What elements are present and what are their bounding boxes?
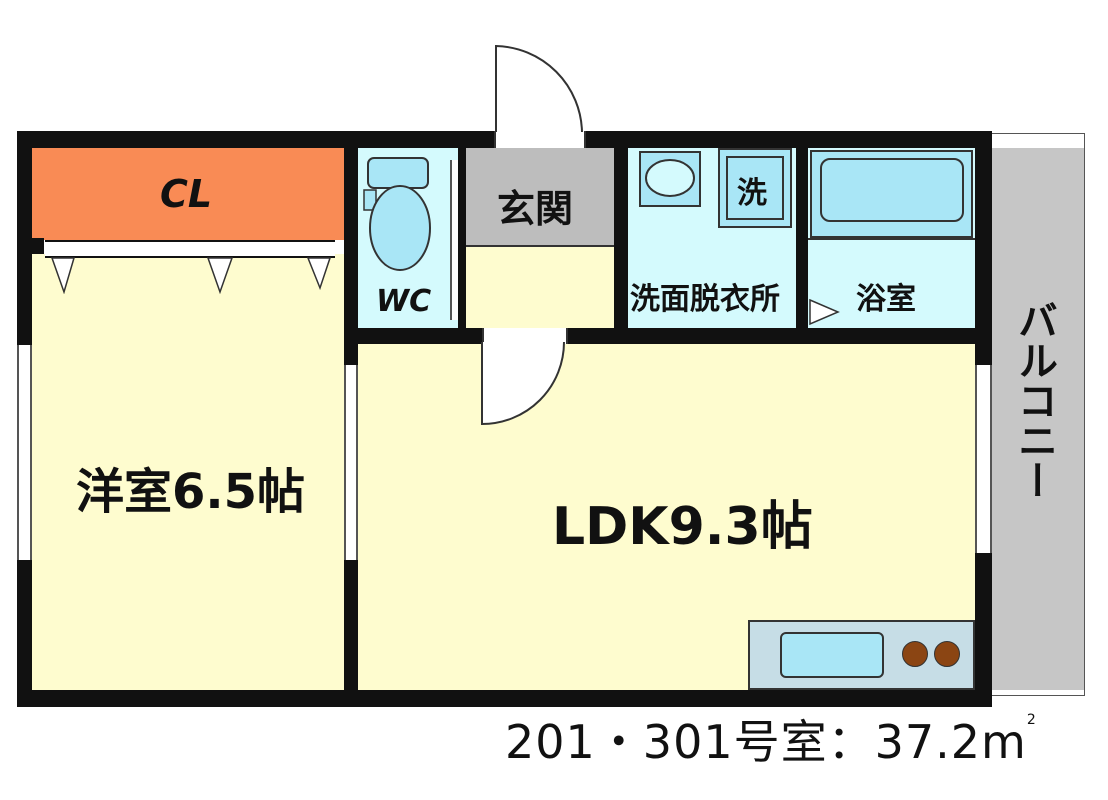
stove-burner-icon (934, 641, 960, 667)
west-room-door (344, 365, 358, 560)
western-room (32, 254, 344, 690)
balcony-label: バルコニー (1011, 300, 1057, 500)
wall-entrance-wash (614, 131, 628, 346)
closet-label: CL (160, 172, 213, 216)
bath-door-arrow (809, 298, 840, 326)
wall-ldk-top (344, 328, 992, 344)
closet-shelf-wall (32, 238, 44, 254)
toilet-icon (363, 157, 431, 271)
ldk-door-swing (481, 341, 565, 426)
unit-area-caption: 201・301号室：37.2m2 (505, 706, 1037, 772)
front-door-swing (495, 44, 583, 133)
stove-burner-icon (902, 641, 928, 667)
entrance-label: 玄関 (497, 187, 574, 231)
entrance-hall (466, 245, 614, 328)
ldk-label: LDK9.3帖 (552, 497, 813, 557)
washroom-label: 洗面脱衣所 (630, 282, 780, 317)
bathroom-label: 浴室 (856, 282, 916, 317)
western-room-label: 洋室6.5帖 (76, 464, 306, 520)
closet-room (32, 148, 344, 240)
vanity-sink-icon (639, 151, 701, 207)
washer-box (718, 148, 792, 228)
bathtub-icon (810, 150, 973, 238)
wc-label: WC (376, 284, 432, 319)
washer-inner (726, 156, 784, 220)
bathtub-edge (808, 238, 975, 240)
balcony-floor (992, 148, 1084, 690)
front-door-opening (494, 131, 586, 148)
closet-sliding-door (45, 240, 335, 258)
wall-wash-bath (796, 131, 808, 331)
west-window (17, 345, 32, 560)
east-window (975, 365, 992, 553)
kitchen-sink-icon (780, 632, 884, 678)
wall-wc-entrance (458, 131, 466, 331)
area-unit-superscript: 2 (1026, 712, 1037, 728)
washer-label: 洗 (737, 176, 767, 211)
bathtub-inner (820, 158, 964, 222)
closet-door-markers (50, 257, 332, 294)
ldk-door-opening (482, 328, 568, 344)
outer-wall-bottom (17, 690, 992, 707)
entrance-genkan (466, 148, 614, 245)
unit-area-text: 201・301号室：37.2m (505, 715, 1027, 769)
